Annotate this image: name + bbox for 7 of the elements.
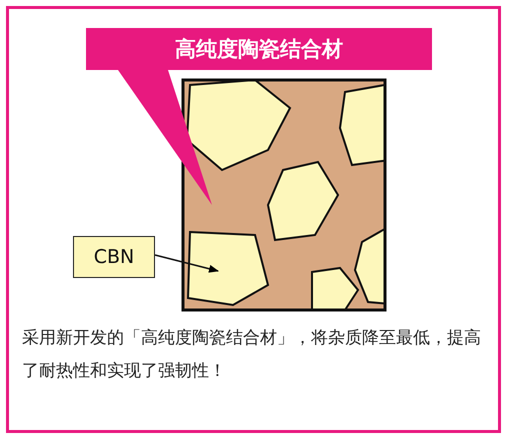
- matrix-cross-section-drawing: [182, 78, 386, 312]
- callout-label: CBN: [73, 236, 155, 278]
- description-text: 采用新开发的「高纯度陶瓷结合材」，将杂质降至最低，提高了耐热性和实现了强韧性！: [22, 327, 482, 383]
- leader-line: [154, 254, 219, 273]
- callout-pointer: [118, 70, 212, 205]
- cbn-grain: [186, 230, 270, 306]
- callout-banner: 高纯度陶瓷结合材: [86, 28, 432, 70]
